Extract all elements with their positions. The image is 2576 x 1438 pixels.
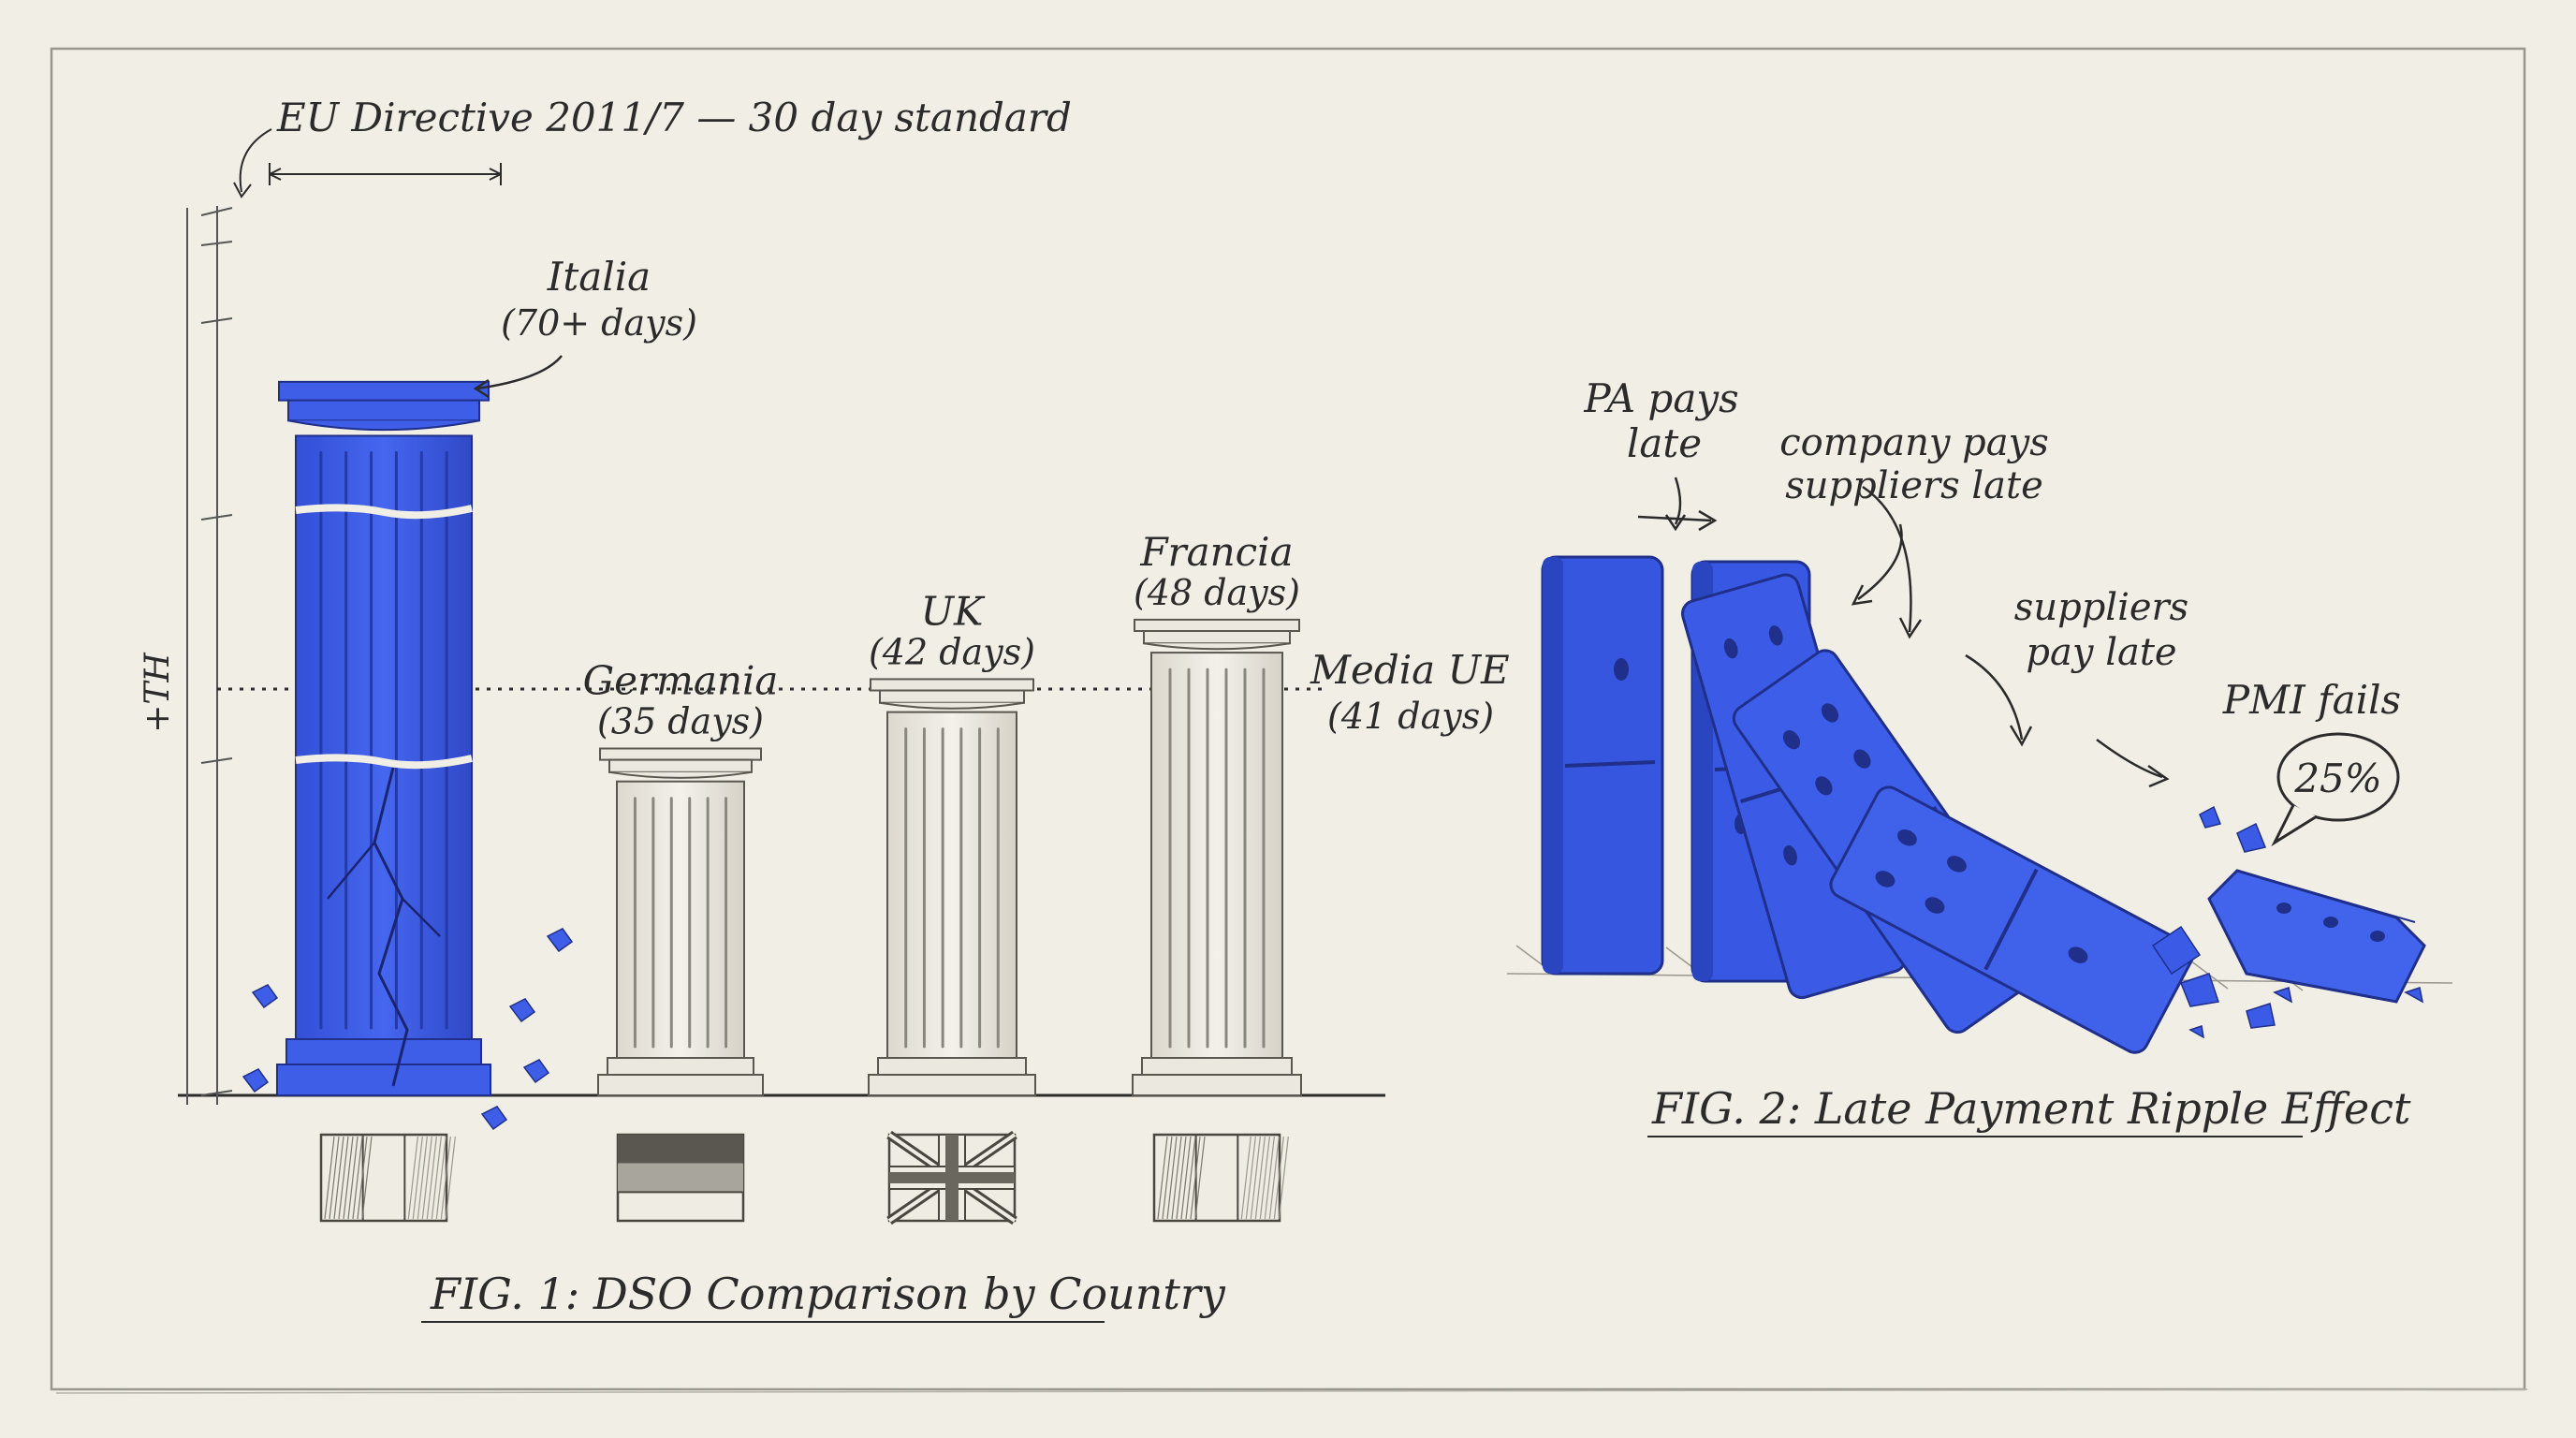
domino-debris — [2151, 805, 2424, 1039]
column-uk — [868, 678, 1036, 1096]
domino-5 — [1829, 785, 2195, 1054]
pa-label-line1: PA pays — [1583, 375, 1738, 421]
columns-group — [242, 380, 1302, 1131]
eu-average-label: Media UE — [1310, 647, 1510, 693]
eu-directive-label: EU Directive 2011/7 — 30 day standard — [276, 95, 1072, 140]
pa-label-line2: late — [1627, 420, 1702, 466]
page-frame — [50, 47, 2526, 1391]
pmi-label: PMI fails — [2222, 677, 2401, 723]
column-label-germania: Germania — [583, 658, 779, 704]
fig2-caption: FIG. 2: Late Payment Ripple Effect — [1651, 1083, 2411, 1134]
flag-uk-icon — [886, 1130, 1017, 1225]
column-francia — [1132, 618, 1302, 1096]
column-labels: Italia(70+ days) Germania(35 days) UK(42 d… — [473, 254, 1300, 742]
suppliers-label-line1: suppliers — [2014, 586, 2188, 629]
percent-bubble — [2271, 732, 2400, 847]
column-italia — [242, 380, 574, 1131]
domino-6-broken — [2207, 869, 2426, 1004]
flags-group — [319, 1130, 1289, 1225]
eu-average-value: (41 days) — [1327, 696, 1494, 737]
percent-value: 25% — [2293, 756, 2381, 801]
suppliers-label-line2: pay late — [2026, 631, 2176, 674]
column-value-francia: (48 days) — [1134, 572, 1300, 613]
column-value-italia: (70+ days) — [501, 302, 697, 344]
dso-comparison-figure: +TH EU Directive 2011/7 — 30 day standar… — [139, 95, 1510, 1323]
dimension-scale — [186, 206, 233, 1105]
column-value-germania: (35 days) — [597, 701, 764, 742]
ripple-arrows — [1637, 477, 2170, 788]
column-label-italia: Italia — [547, 254, 651, 300]
flag-france-icon — [1152, 1133, 1289, 1223]
ripple-effect-figure: PA pays late company pays suppliers late… — [1506, 375, 2453, 1137]
eu-directive-dimension — [233, 128, 502, 198]
fig1-caption: FIG. 1: DSO Comparison by Country — [430, 1269, 1226, 1319]
side-annotation: +TH — [139, 653, 177, 733]
flag-italy-icon — [319, 1133, 456, 1223]
column-label-francia: Francia — [1139, 529, 1293, 575]
column-value-uk: (42 days) — [869, 631, 1035, 672]
domino-1 — [1541, 555, 1664, 976]
column-label-uk: UK — [921, 588, 986, 634]
column-germania — [597, 747, 764, 1096]
company-label-line1: company pays — [1779, 421, 2049, 464]
flag-germany-icon — [616, 1133, 745, 1223]
company-label-line2: suppliers late — [1785, 464, 2043, 507]
